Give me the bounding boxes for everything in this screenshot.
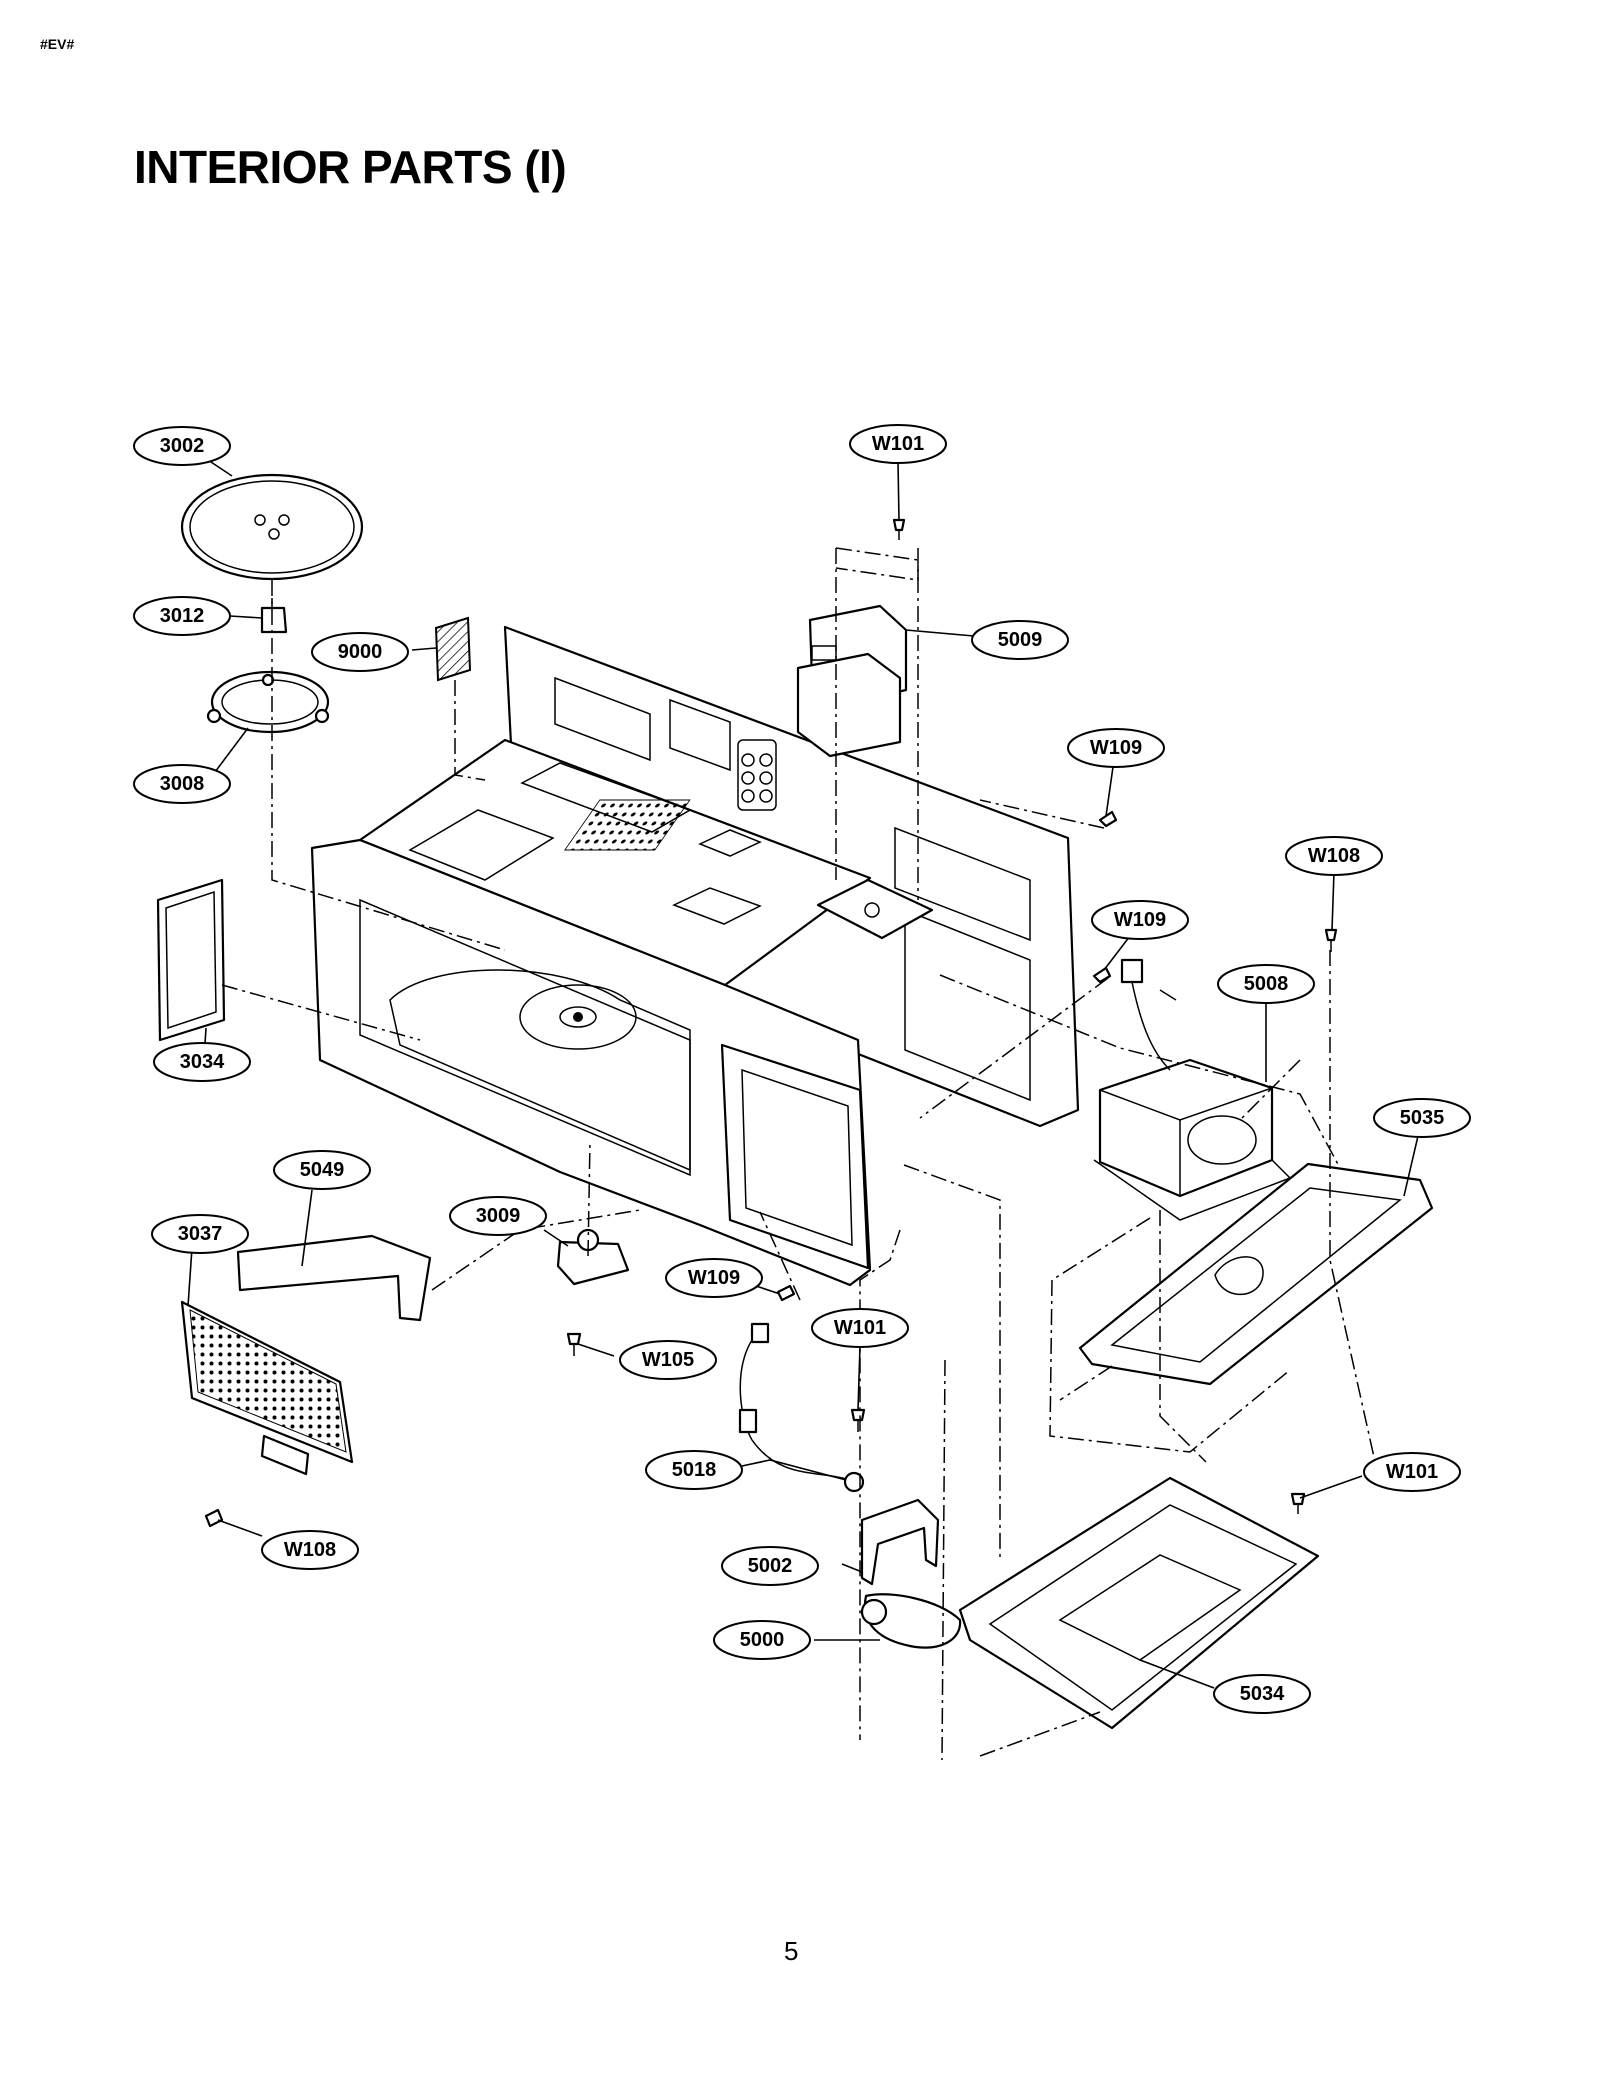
svg-text:5049: 5049 [300,1159,345,1181]
turntable-motor [556,1228,630,1286]
base-plate [1078,1162,1434,1386]
svg-text:W108: W108 [1308,845,1360,867]
svg-text:3008: 3008 [160,773,205,795]
page-number: 5 [784,1936,799,1966]
callout-w108-upper: W108 [1285,836,1383,876]
svg-text:W105: W105 [642,1349,694,1371]
callout-3002: 3002 [133,426,231,466]
page-title: INTERIOR PARTS (I) [134,141,567,193]
callout-5035: 5035 [1373,1098,1471,1138]
assembly-lines [221,547,1381,1761]
duct-bracket [236,1234,432,1322]
svg-text:W108: W108 [284,1539,336,1561]
bottom-cover [958,1476,1320,1730]
svg-text:3034: 3034 [180,1051,225,1073]
thermal-cutout-harness [738,1322,865,1493]
high-voltage-transformer [1093,958,1292,1221]
callout-9000: 9000 [311,632,409,672]
svg-text:3012: 3012 [160,605,205,627]
callout-5002: 5002 [721,1546,819,1586]
callout-w101-middle: W101 [811,1308,909,1348]
waveguide-cover [156,878,226,1042]
svg-text:5035: 5035 [1400,1107,1445,1129]
callout-3008: 3008 [133,764,231,804]
svg-text:5009: 5009 [998,629,1043,651]
svg-text:5018: 5018 [672,1459,717,1481]
svg-text:W101: W101 [1386,1461,1438,1483]
callout-w109-middle: W109 [1091,900,1189,940]
svg-text:3037: 3037 [178,1223,223,1245]
capacitor-bracket [860,1498,940,1586]
magnetron [796,604,908,758]
callout-w109-upper: W109 [1067,728,1165,768]
svg-text:3009: 3009 [476,1205,521,1227]
callout-3034: 3034 [153,1042,251,1082]
glass-turntable-tray [180,473,364,581]
callout-w105: W105 [619,1340,717,1380]
callout-5018: 5018 [645,1450,743,1490]
callout-3037: 3037 [151,1214,249,1254]
document-code: #EV# [40,36,75,52]
roller-ring [206,670,330,734]
turntable-coupler [260,598,288,634]
svg-text:5002: 5002 [748,1555,793,1577]
svg-text:W109: W109 [1114,909,1166,931]
svg-text:W109: W109 [688,1267,740,1289]
callout-w108-lower: W108 [261,1530,359,1570]
insulation-pad [434,616,472,682]
high-voltage-capacitor [860,1593,962,1649]
svg-text:5008: 5008 [1244,973,1289,995]
svg-text:3002: 3002 [160,435,205,457]
callout-3012: 3012 [133,596,231,636]
svg-text:W101: W101 [872,433,924,455]
callout-w101-lower: W101 [1363,1452,1461,1492]
svg-text:W109: W109 [1090,737,1142,759]
callout-w109-lower: W109 [665,1258,763,1298]
leader-lines [187,459,1419,1689]
callout-3009: 3009 [449,1196,547,1236]
callout-5008: 5008 [1217,964,1315,1004]
svg-text:5000: 5000 [740,1629,785,1651]
control-grille [180,1300,354,1476]
callout-5000: 5000 [713,1620,811,1660]
svg-text:5034: 5034 [1240,1683,1285,1705]
callout-5034: 5034 [1213,1674,1311,1714]
screws [204,518,1338,1528]
callout-5049: 5049 [273,1150,371,1190]
svg-text:9000: 9000 [338,641,383,663]
magnetron-mount-plate [816,878,934,940]
callout-w101-top: W101 [849,424,947,464]
svg-text:W101: W101 [834,1317,886,1339]
callout-5009: 5009 [971,620,1069,660]
oven-cavity [310,625,1080,1287]
